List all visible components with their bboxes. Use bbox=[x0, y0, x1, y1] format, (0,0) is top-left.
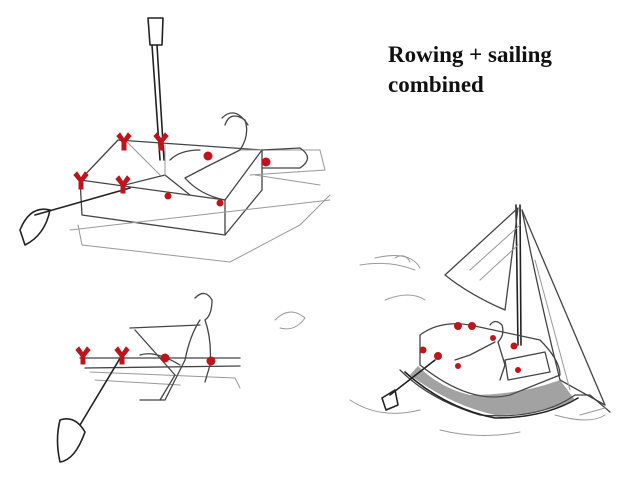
seat-marker bbox=[216, 199, 224, 207]
sailing-boat bbox=[274, 204, 611, 437]
seat-marker bbox=[206, 356, 216, 366]
seat-marker bbox=[419, 346, 427, 354]
seat-marker bbox=[490, 335, 496, 341]
seat-marker bbox=[261, 157, 271, 167]
oarlock-markers bbox=[73, 132, 521, 373]
oarlock-marker bbox=[114, 346, 130, 365]
seat-marker bbox=[510, 342, 518, 350]
seat-marker bbox=[203, 151, 213, 161]
oarlock-marker bbox=[75, 346, 91, 365]
seat-marker bbox=[515, 367, 521, 373]
oarlock-marker bbox=[73, 171, 89, 190]
rowing-boat-perspective bbox=[19, 17, 331, 263]
rowing-side-view bbox=[56, 292, 241, 463]
seat-marker bbox=[160, 353, 170, 363]
oarlock-marker bbox=[116, 132, 132, 151]
oarlock-marker bbox=[153, 132, 169, 151]
caption-line-1: Rowing + sailing bbox=[388, 42, 552, 67]
seat-marker bbox=[468, 322, 476, 330]
oarlock-marker bbox=[115, 175, 131, 194]
seat-marker bbox=[454, 322, 462, 330]
seat-marker bbox=[164, 192, 172, 200]
sketch-caption: Rowing + sailing combined bbox=[388, 40, 552, 100]
seat-marker bbox=[455, 363, 461, 369]
seat-marker bbox=[434, 352, 442, 360]
caption-line-2: combined bbox=[388, 72, 484, 97]
